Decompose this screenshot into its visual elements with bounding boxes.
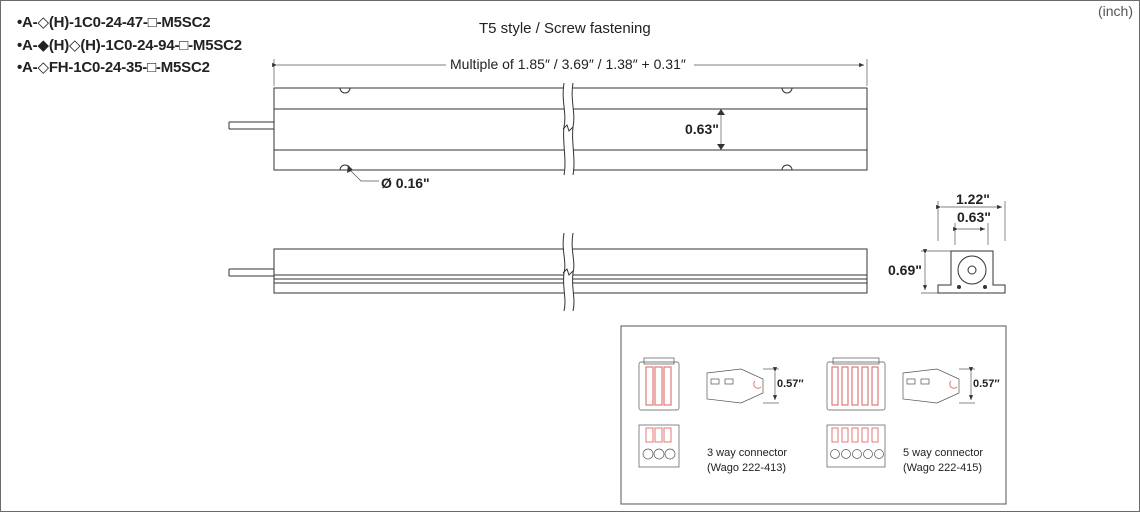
part-number-1: •A-◇(H)-1C0-24-47-□-M5SC2 [17, 14, 211, 31]
length-dimension: Multiple of 1.85″ / 3.69″ / 1.38″ + 0.31… [450, 56, 686, 72]
side-view-profile [228, 232, 868, 312]
end-view-profile [921, 201, 1006, 294]
connector-5-model: (Wago 222-415) [903, 462, 983, 474]
drawing-title: T5 style / Screw fastening [479, 20, 651, 37]
hole-diameter-label: Ø 0.16" [381, 175, 430, 191]
connector-5-name: 5 way connector [903, 447, 984, 459]
height-dimension: 0.63" [685, 121, 719, 137]
connector-3-model: (Wago 222-413) [707, 462, 787, 474]
top-view-profile [228, 59, 868, 182]
part-number-3: •A-◇FH-1C0-24-35-□-M5SC2 [17, 59, 210, 76]
connector-3-name: 3 way connector [707, 447, 788, 459]
three-way-connector-drawing [638, 357, 779, 468]
connector-3-height: 0.57″ [777, 378, 804, 390]
unit-label: (inch) [1097, 3, 1133, 19]
end-width-dimension: 1.22" [956, 191, 990, 207]
end-inner-width-dimension: 0.63" [957, 209, 991, 225]
end-height-dimension: 0.69" [888, 262, 922, 278]
part-number-2: •A-◆(H)◇(H)-1C0-24-94-□-M5SC2 [17, 37, 242, 54]
connector-panel [620, 325, 1007, 505]
five-way-connector-drawing [826, 357, 975, 468]
connector-5-height: 0.57″ [973, 378, 1000, 390]
